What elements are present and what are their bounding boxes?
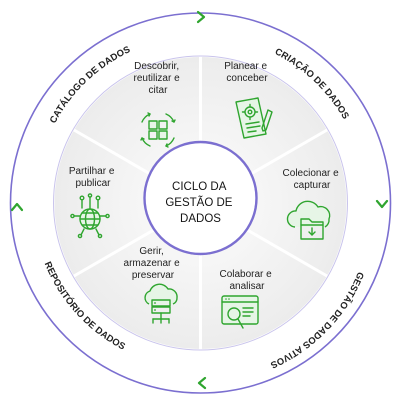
segment-label-gerir: Gerir, armazenar e preservar bbox=[124, 246, 183, 281]
chevron-down-icon bbox=[375, 199, 389, 209]
document-gear-icon bbox=[235, 97, 273, 139]
chevron-right-icon bbox=[196, 10, 206, 24]
cloud-server-icon bbox=[144, 283, 178, 324]
segment-label-planear: Planear e conceber bbox=[224, 61, 270, 84]
segment-label-colecionar: Colecionar e capturar bbox=[283, 168, 342, 191]
segment-label-descobrir: Descobrir, reutilizar e citar bbox=[134, 61, 183, 96]
globe-network-icon bbox=[70, 193, 110, 239]
center-title: CICLO DA GESTÃO DE DADOS bbox=[165, 181, 235, 225]
cloud-folder-icon bbox=[286, 200, 331, 240]
chevron-left-icon bbox=[197, 376, 207, 390]
inner-ring-border bbox=[53, 55, 348, 351]
browser-magnifier-icon bbox=[221, 295, 259, 329]
center-circle bbox=[143, 140, 258, 256]
segment-label-colaborar: Colaborar e analisar bbox=[219, 269, 274, 292]
center-line-2: GESTÃO DE bbox=[165, 196, 232, 209]
center-line-1: CICLO DA bbox=[172, 181, 227, 193]
center-line-3: DADOS bbox=[180, 213, 221, 225]
segment-label-partilhar: Partilhar e publicar bbox=[69, 166, 117, 189]
puzzle-cycle-icon bbox=[140, 112, 176, 148]
chevron-up-icon bbox=[10, 202, 24, 212]
